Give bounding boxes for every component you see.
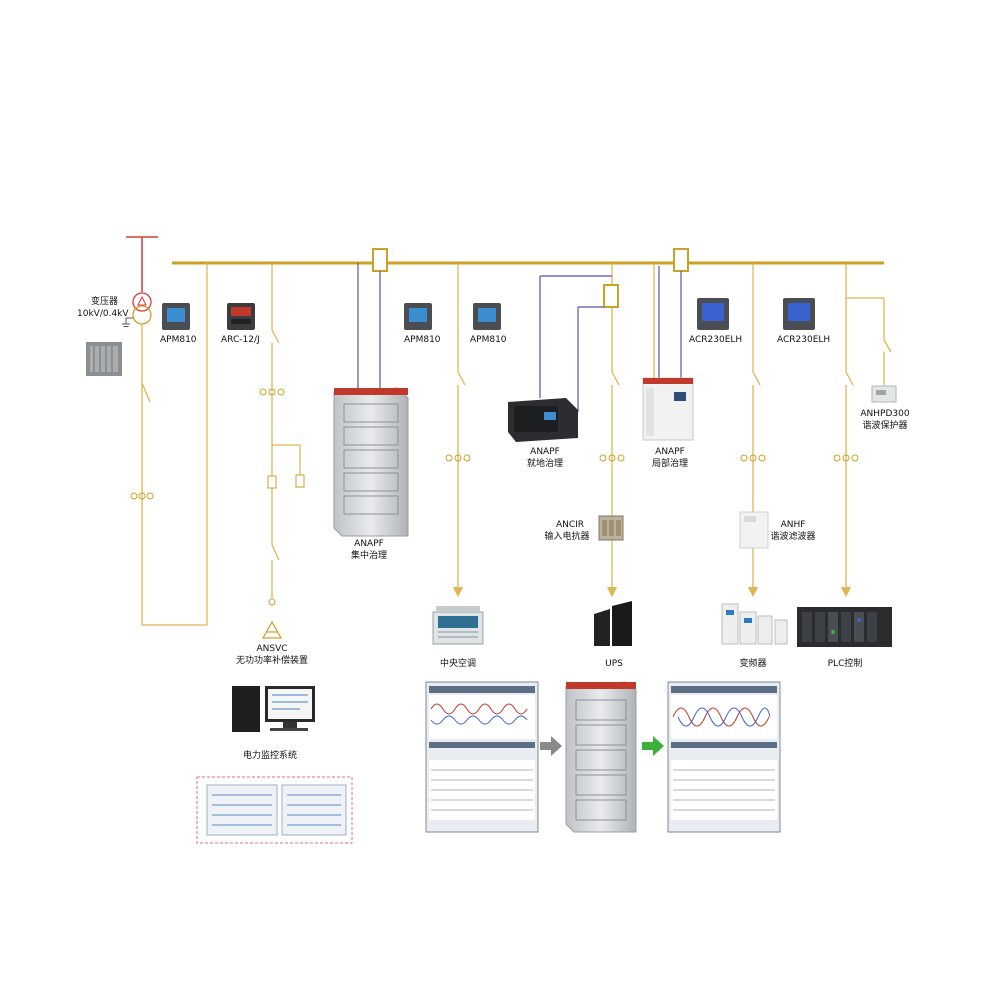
current-transformer-icon (372, 248, 689, 308)
before-waveform-screen (425, 681, 539, 833)
load-hvac-label: 中央空调 (439, 659, 477, 669)
anhpd-device (871, 385, 897, 403)
load-plc-label: PLC控制 (827, 659, 863, 669)
plc-rack (797, 607, 892, 647)
ancir-model: ANCIR (555, 520, 585, 530)
anhpd-desc: 谐波保护器 (862, 421, 908, 431)
transformer-image (86, 342, 122, 376)
incoming-line (126, 236, 158, 292)
anhf-desc: 谐波滤波器 (770, 532, 816, 542)
anapf-onsite-unit (508, 398, 578, 442)
meter-apm810-c-label: APM810 (470, 335, 507, 345)
monitoring-computer (232, 686, 315, 732)
load-ups-label: UPS (605, 659, 623, 669)
process-arrow-green (642, 736, 664, 756)
ups-unit (594, 601, 632, 646)
signal-lines (357, 263, 682, 412)
meter-arc-label: ARC-12/J (221, 335, 260, 345)
vfd-units (721, 603, 788, 645)
monitoring-system-label: 电力监控系统 (242, 751, 298, 761)
anapf-cabinet-middle (565, 681, 637, 833)
anapf-local-model: ANAPF (655, 447, 685, 457)
anhf-filter (739, 511, 769, 549)
load-vfd-label: 变频器 (739, 659, 767, 669)
anapf-central-cabinet (333, 387, 409, 537)
anapf-onsite-model: ANAPF (530, 447, 560, 457)
ansvc-desc: 无功功率补偿装置 (235, 656, 309, 666)
meter-apm810-b-label: APM810 (404, 335, 441, 345)
anapf-local-unit (642, 377, 694, 441)
transformer-title: 变压器 (91, 297, 119, 307)
feeder-lines (271, 263, 892, 598)
transformer-rating: 10kV/0.4kV (77, 309, 129, 319)
breaker-marks (130, 388, 859, 606)
anapf-onsite-desc: 就地治理 (526, 459, 564, 469)
meter-apm810-a-label: APM810 (160, 335, 197, 345)
anhpd-model: ANHPD300 (860, 409, 910, 419)
monitoring-screens-box (196, 776, 353, 844)
incoming-feeder (141, 263, 208, 626)
meter-acr-b-label: ACR230ELH (777, 335, 831, 345)
after-waveform-screen (667, 681, 781, 833)
ancir-reactor (598, 515, 624, 541)
anapf-central-model: ANAPF (354, 539, 384, 549)
hvac-unit (432, 606, 484, 645)
anhf-model: ANHF (780, 520, 806, 530)
meter-icons (162, 298, 815, 330)
meter-acr-a-label: ACR230ELH (689, 335, 743, 345)
anapf-local-desc: 局部治理 (651, 459, 689, 469)
process-arrow-gray (540, 736, 562, 756)
ancir-desc: 输入电抗器 (544, 532, 590, 542)
capacitor-bank-symbol (261, 620, 283, 639)
anapf-central-desc: 集中治理 (350, 551, 388, 561)
ansvc-model: ANSVC (256, 644, 288, 654)
